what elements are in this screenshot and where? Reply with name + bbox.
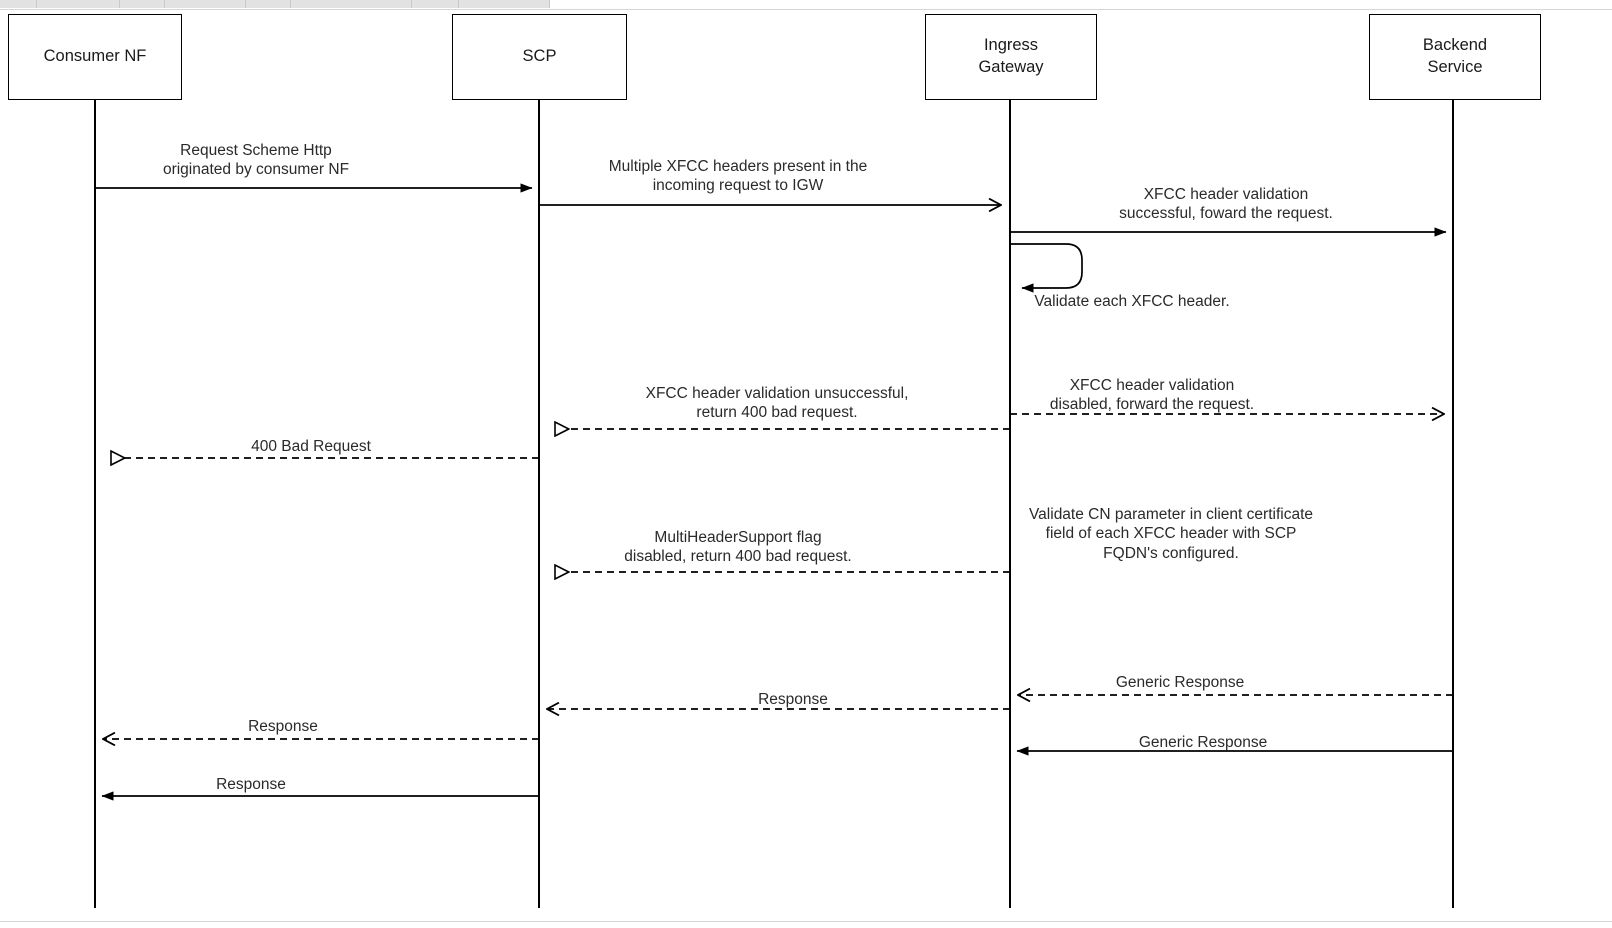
toolbar-group-1[interactable]	[37, 0, 120, 8]
msg-label-response-igw-to-scp: Response	[758, 691, 828, 708]
toolbar-strip	[0, 0, 1612, 10]
toolbar-group-6[interactable]	[412, 0, 459, 8]
toolbar-group-2[interactable]	[120, 0, 165, 8]
msg-label-xfcc-validation-unsuccessful: XFCC header validation unsuccessful, ret…	[645, 385, 909, 422]
toolbar-group-7[interactable]	[459, 0, 550, 8]
toolbar-group-5[interactable]	[291, 0, 412, 8]
lifeline-scp	[538, 100, 540, 908]
actor-label-backend-service: Backend Service	[1422, 36, 1488, 76]
msg-label-xfcc-validation-disabled: XFCC header validation disabled, forward…	[1049, 377, 1255, 414]
toolbar-group-0[interactable]	[0, 0, 37, 8]
actor-box-ingress-gateway[interactable]: Ingress Gateway	[925, 14, 1097, 100]
msg-label-multiple-xfcc-headers: Multiple XFCC headers present in the inc…	[608, 158, 868, 195]
msg-label-xfcc-validation-successful: XFCC header validation successful, fowar…	[1119, 186, 1333, 223]
actor-label-scp: SCP	[522, 47, 557, 66]
lifeline-backend-service	[1452, 100, 1454, 908]
msg-label-validate-each-xfcc-header: Validate each XFCC header.	[1034, 293, 1230, 310]
toolbar-group-3[interactable]	[165, 0, 246, 8]
toolbar-group-4[interactable]	[246, 0, 291, 8]
note-validate-cn-parameter: Validate CN parameter in client certific…	[1028, 506, 1314, 562]
actor-label-ingress-gateway: Ingress Gateway	[978, 36, 1044, 76]
lifeline-consumer-nf	[94, 100, 96, 908]
msg-label-request-scheme-http: Request Scheme Http originated by consum…	[162, 142, 350, 179]
msg-label-response-scp-to-consumer-solid: Response	[216, 776, 286, 793]
msg-label-generic-response-dashed: Generic Response	[1115, 674, 1245, 691]
bottom-strip	[0, 921, 1612, 928]
actor-label-consumer-nf: Consumer NF	[43, 47, 147, 66]
msg-label-400-bad-request: 400 Bad Request	[251, 438, 371, 455]
msg-label-response-scp-to-consumer: Response	[248, 718, 318, 735]
lifeline-ingress-gateway	[1009, 100, 1011, 908]
msg-label-generic-response-solid: Generic Response	[1138, 734, 1268, 751]
actor-box-consumer-nf[interactable]: Consumer NF	[8, 14, 182, 100]
actor-box-backend-service[interactable]: Backend Service	[1369, 14, 1541, 100]
arrow-validate-each-xfcc-header	[1011, 243, 1083, 293]
actor-box-scp[interactable]: SCP	[452, 14, 627, 100]
msg-label-multiheadersupport-disabled: MultiHeaderSupport flag disabled, return…	[624, 529, 852, 566]
